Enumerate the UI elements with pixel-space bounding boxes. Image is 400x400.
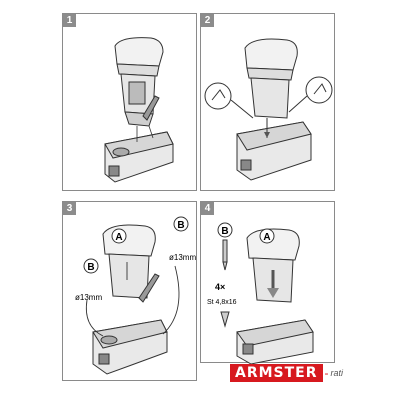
brand-sub: rati bbox=[330, 368, 344, 378]
screw-quantity: 4× bbox=[215, 282, 225, 292]
drill-size-right: ø13mm bbox=[169, 253, 196, 262]
armrest-body bbox=[250, 77, 290, 119]
screwdriver-icon bbox=[222, 239, 228, 263]
step-panel-3: 3 A B B ø13mm ø13mm bbox=[62, 201, 197, 381]
cup-holder bbox=[100, 335, 118, 345]
callout-a-label: A bbox=[263, 232, 270, 243]
hinge-rod bbox=[142, 95, 160, 121]
callout-a bbox=[259, 228, 275, 244]
callout-b-right bbox=[173, 216, 189, 232]
step-number-2: 2 bbox=[201, 14, 214, 27]
step-panel-2: 2 bbox=[200, 13, 335, 191]
step-3-illustration: A B B ø13mm ø13mm bbox=[75, 216, 196, 375]
armrest-lid bbox=[114, 37, 164, 67]
detail-circle-right bbox=[305, 76, 333, 104]
drill-size-left: ø13mm bbox=[75, 293, 102, 302]
arrow-right bbox=[162, 265, 180, 335]
brand-logo: ARMSTER - rati bbox=[230, 364, 343, 382]
screw-icon bbox=[220, 311, 230, 328]
step-number-3: 3 bbox=[63, 202, 76, 215]
step-number-1: 1 bbox=[63, 14, 76, 27]
arrow-left bbox=[85, 299, 104, 337]
detail-circle-left bbox=[204, 82, 232, 110]
step-2-illustration bbox=[204, 38, 333, 181]
callout-b-left-label: B bbox=[87, 262, 94, 273]
callout-b bbox=[217, 222, 233, 238]
brand-name: ARMSTER bbox=[230, 364, 323, 382]
step-panel-4: 4 B A 4× St 4,8x16 bbox=[200, 201, 335, 364]
armrest-body bbox=[108, 253, 150, 299]
hinge-rod bbox=[138, 273, 160, 303]
cup-holder bbox=[112, 147, 130, 157]
step-panel-1: 1 bbox=[62, 13, 197, 191]
step-4-illustration: B A 4× St 4,8x16 bbox=[207, 222, 314, 364]
step-1-illustration bbox=[104, 37, 174, 183]
armrest-lid bbox=[102, 224, 156, 257]
callout-a bbox=[111, 228, 127, 244]
step-number-4: 4 bbox=[201, 202, 214, 215]
armrest-lid bbox=[244, 38, 298, 71]
callout-b-label: B bbox=[221, 226, 228, 237]
callout-b-left bbox=[83, 258, 99, 274]
screw-spec: St 4,8x16 bbox=[207, 299, 237, 306]
callout-a-label: A bbox=[115, 232, 122, 243]
callout-b-right-label: B bbox=[177, 220, 184, 231]
brand-separator: - bbox=[324, 366, 329, 380]
